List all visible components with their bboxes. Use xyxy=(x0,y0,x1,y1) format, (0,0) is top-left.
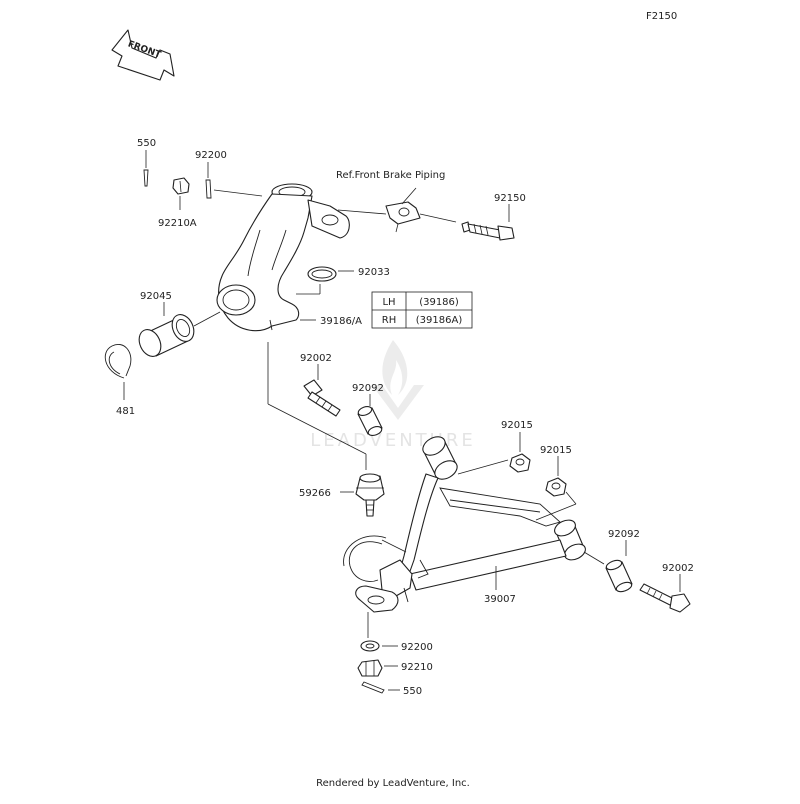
steering-knuckle xyxy=(216,183,350,332)
bearing-92045 xyxy=(138,314,195,357)
callout-92015-b: 92015 xyxy=(540,445,572,456)
table-row-lh-side: LH xyxy=(382,297,395,308)
callout-550-bottom: 550 xyxy=(403,686,422,697)
bolt-92002-right xyxy=(639,583,691,613)
callout-39186A: 39186/A xyxy=(320,316,362,327)
callout-92092-right: 92092 xyxy=(608,529,640,540)
callout-92033: 92033 xyxy=(358,267,390,278)
callout-92150: 92150 xyxy=(494,193,526,204)
snap-ring-92033 xyxy=(307,266,337,282)
callout-481: 481 xyxy=(116,406,135,417)
callout-92002-right: 92002 xyxy=(662,563,694,574)
callout-92002-left: 92002 xyxy=(300,353,332,364)
washer-92200-bottom xyxy=(360,640,380,652)
footer-credit: Rendered by LeadVenture, Inc. xyxy=(316,778,470,789)
callout-92210A: 92210A xyxy=(158,218,197,229)
callout-92200-top: 92200 xyxy=(195,150,227,161)
collar-92092-left xyxy=(357,405,383,437)
callout-59266: 59266 xyxy=(299,488,331,499)
watermark: LEADVENTURE xyxy=(310,340,475,451)
cotter-pin-550-bottom xyxy=(361,681,385,694)
variant-table: LH (39186) RH (39186A) xyxy=(371,291,473,329)
callout-92045: 92045 xyxy=(140,291,172,302)
lower-a-arm-39007 xyxy=(343,436,586,613)
nut-92210A xyxy=(172,177,190,210)
nut-92210-bottom xyxy=(357,659,383,677)
table-row-rh-side: RH xyxy=(382,315,396,326)
brake-hose-bracket xyxy=(385,187,421,233)
ball-joint-59266 xyxy=(355,473,385,517)
nut-92015-b xyxy=(545,477,567,497)
callout-39007: 39007 xyxy=(484,594,516,605)
table-row-rh-part: (39186A) xyxy=(416,315,463,326)
bolt-92150 xyxy=(461,221,515,241)
figure-code: F2150 xyxy=(646,11,677,22)
callout-550-top: 550 xyxy=(137,138,156,149)
cotter-pin-550-top xyxy=(143,150,149,187)
circlip-481 xyxy=(104,344,132,379)
watermark-text: LEADVENTURE xyxy=(310,430,475,451)
callout-92210-bottom: 92210 xyxy=(401,662,433,673)
collar-92092-right xyxy=(605,559,633,593)
callout-92092-left: 92092 xyxy=(352,383,384,394)
bolt-92002-left xyxy=(303,379,341,417)
front-arrow-icon: FRONT xyxy=(111,29,175,81)
washer-92200-top xyxy=(205,162,263,199)
callout-92200-bottom: 92200 xyxy=(401,642,433,653)
table-row-lh-part: (39186) xyxy=(419,297,459,308)
callout-92015-a: 92015 xyxy=(501,420,533,431)
nut-92015-a xyxy=(509,453,531,473)
ref-front-brake-piping: Ref.Front Brake Piping xyxy=(336,170,445,181)
